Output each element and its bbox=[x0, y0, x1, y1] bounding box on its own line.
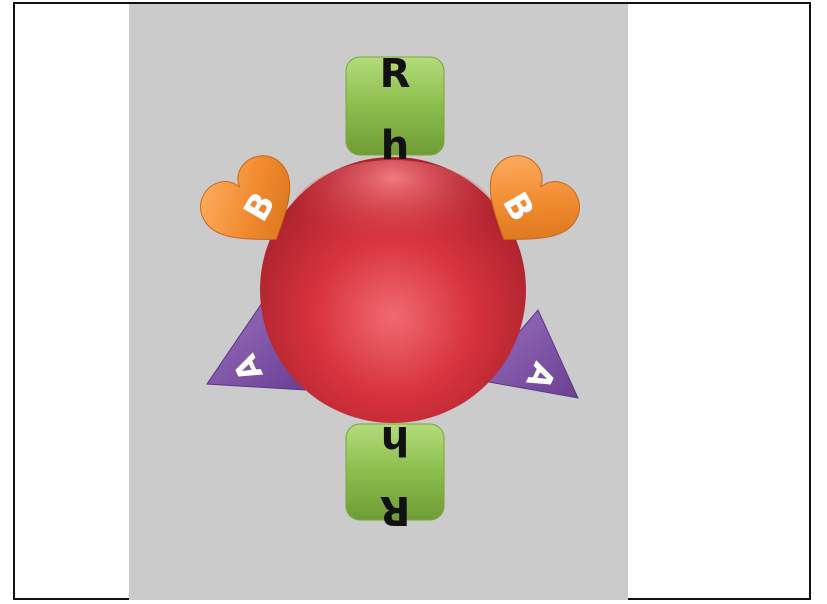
top-square-upper-letter: R bbox=[379, 51, 411, 97]
left-orange-heart bbox=[200, 155, 291, 240]
bottom-square-lower-letter: R bbox=[379, 487, 411, 533]
bottom-square-upper-letter: h bbox=[380, 417, 410, 463]
right-orange-heart bbox=[489, 155, 580, 240]
circle-highlight bbox=[288, 160, 498, 280]
bottom-green-square bbox=[345, 423, 445, 521]
top-square-lower-letter: h bbox=[380, 123, 410, 169]
top-green-square bbox=[345, 56, 445, 156]
